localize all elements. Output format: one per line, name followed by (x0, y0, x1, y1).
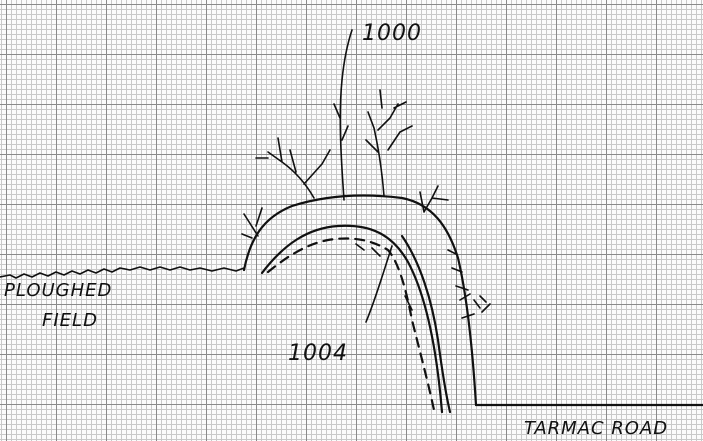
label-field-line2: FIELD (42, 310, 98, 331)
right-slope-hatch (448, 250, 490, 318)
label-inner-id: 1004 (288, 341, 348, 366)
label-top-id: 1000 (362, 21, 422, 46)
tree-right-branches (366, 90, 412, 196)
left-slope-hatch (366, 246, 392, 322)
left-slope-hatch (356, 244, 364, 250)
tree-left-shoulder-branches (242, 208, 262, 238)
tree-center-trunk (340, 30, 352, 200)
inner-mound-arc (262, 226, 442, 412)
left-slope-hatch (372, 248, 380, 256)
ploughed-field-ground-line (0, 267, 244, 278)
label-road: TARMAC ROAD (524, 418, 668, 439)
label-field-line1: PLOUGHED (4, 280, 112, 301)
tree-shoulder-branches (420, 186, 448, 212)
tree-left-branches (256, 138, 330, 198)
